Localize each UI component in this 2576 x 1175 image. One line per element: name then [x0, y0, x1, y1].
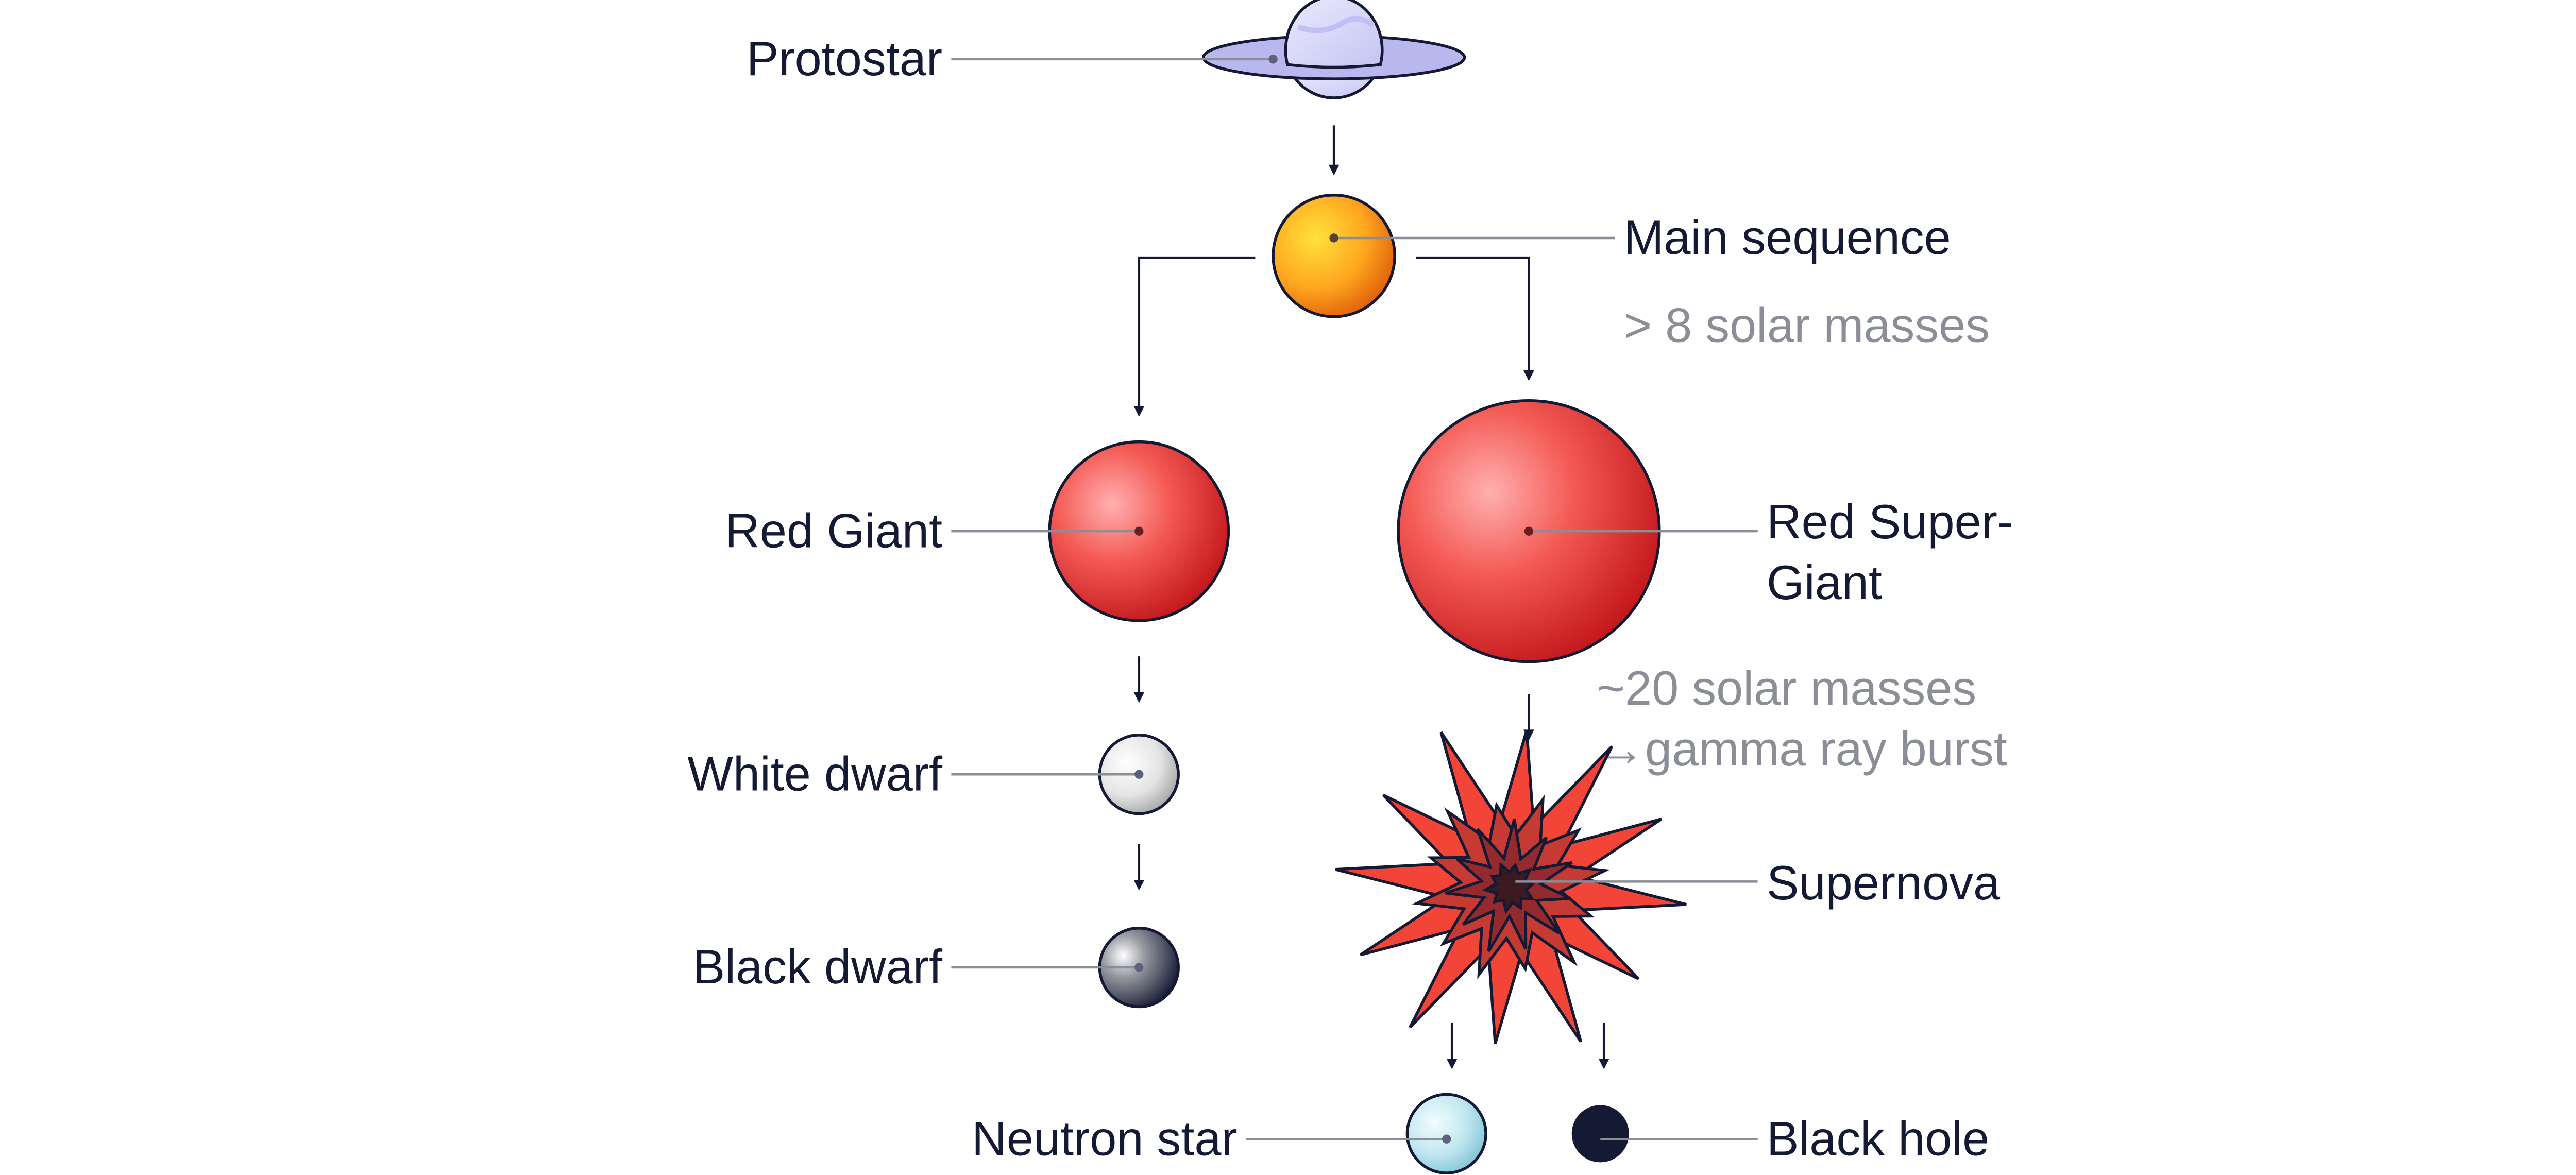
label-neutron-star: Neutron star: [972, 1111, 1238, 1165]
label-supernova: Supernova: [1767, 856, 2001, 910]
protostar-node: [1201, 0, 1466, 99]
label-main-sequence: Main sequence: [1623, 210, 1951, 264]
arrow-icon: [1523, 370, 1534, 381]
black-hole: [1571, 1105, 1629, 1163]
leader-dot: [1268, 55, 1278, 64]
note-supergiant-mass-1: ~20 solar masses: [1597, 661, 1976, 715]
note-mass-threshold: > 8 solar masses: [1623, 298, 1990, 352]
label-black-hole: Black hole: [1767, 1111, 1989, 1165]
protostar-sphere: [1284, 0, 1384, 69]
arrow-icon: [1446, 1059, 1458, 1069]
arrow-icon: [1133, 406, 1145, 417]
arrow-icon: [1598, 1059, 1609, 1069]
label-red-supergiant-1: Red Super-: [1767, 495, 2013, 549]
label-protostar: Protostar: [747, 31, 942, 86]
arrow-icon: [1328, 164, 1340, 176]
arrow-icon: [1133, 879, 1145, 891]
main-sequence-star: [1272, 193, 1396, 318]
label-red-giant: Red Giant: [725, 503, 942, 557]
note-supergiant-mass-2: →gamma ray burst: [1597, 722, 2007, 776]
label-red-supergiant-2: Giant: [1767, 555, 1882, 609]
arrow-icon: [1133, 692, 1145, 703]
neutron-star: [1405, 1093, 1487, 1174]
label-black-dwarf: Black dwarf: [693, 940, 943, 994]
label-white-dwarf: White dwarf: [687, 746, 943, 801]
supernova-burst: [1335, 730, 1687, 1044]
